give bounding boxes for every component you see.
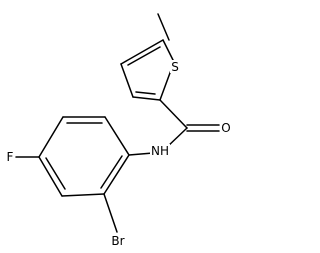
sulfur-label: S xyxy=(171,60,179,74)
benzene-bond-c4-c5 xyxy=(38,116,64,158)
benzene-bond-c3-c4-inner xyxy=(45,157,66,190)
bromine-bond xyxy=(103,193,118,233)
thiophene-carbonyl-bond xyxy=(159,99,188,129)
thiophene-bond-c5-s xyxy=(162,39,175,63)
benzene-bond-c3-c4 xyxy=(38,156,63,197)
thiophene-bond-c2-c3-inner xyxy=(135,91,156,95)
benzene-bond-c6-c1 xyxy=(104,116,130,156)
methyl-bond xyxy=(157,13,170,41)
benzene-bond-c2-c3 xyxy=(61,193,105,197)
benzene-bond-c1-c2-inner xyxy=(100,155,123,189)
nitrogen-ring-bond xyxy=(128,152,154,156)
oxygen-label: O xyxy=(221,121,230,135)
fluorine-label-bg xyxy=(5,150,15,164)
benzene-bond-c1-c2 xyxy=(103,154,130,195)
molecule-structure-diagram: S O NH F Br xyxy=(5,13,231,248)
thiophene-bond-c4-c5 xyxy=(120,39,164,65)
thiophene-bond-c3-c4 xyxy=(120,63,134,98)
bromine-label: Br xyxy=(111,234,124,248)
thiophene-bond-c2-c3 xyxy=(132,96,161,101)
sulfur-label-bg xyxy=(170,60,180,73)
nh-label-bg xyxy=(150,144,170,158)
amide-nh-label: NH xyxy=(151,144,169,158)
thiophene-bond-c4-c5-inner xyxy=(127,46,161,66)
bromine-label-bg xyxy=(109,234,127,248)
fluorine-label: F xyxy=(7,150,14,164)
oxygen-label-bg xyxy=(220,121,231,135)
